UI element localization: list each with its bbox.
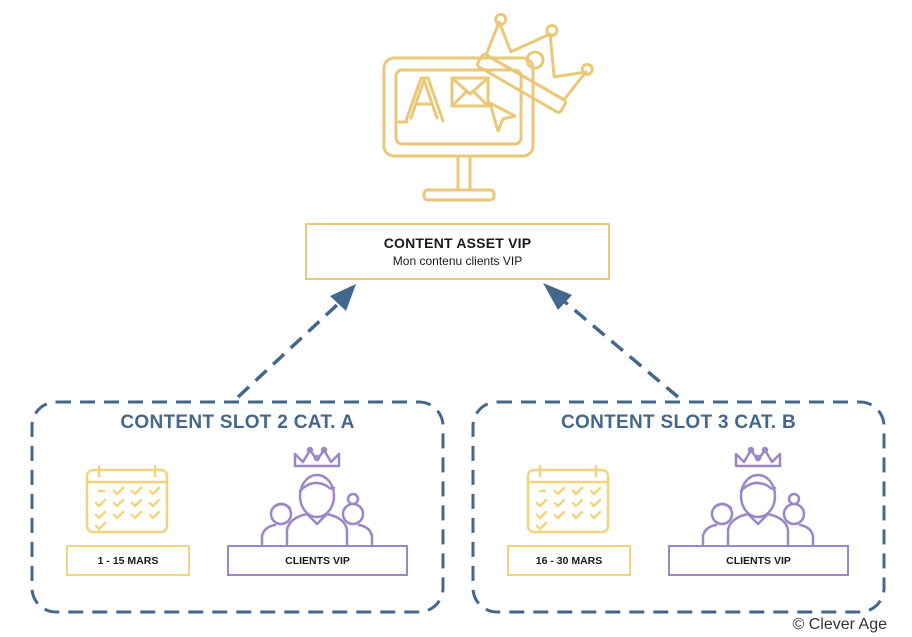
arrow-slot3-to-asset (543, 283, 680, 399)
content-asset-box: CONTENT ASSET VIP Mon contenu clients VI… (305, 223, 610, 280)
slot-2-title: CONTENT SLOT 2 CAT. A (120, 412, 355, 433)
content-slot-2-frame (30, 400, 445, 614)
calendar-icon (526, 464, 610, 534)
arrow-slot2-to-asset (236, 284, 356, 399)
slot-2-audience-label: CLIENTS VIP (227, 545, 408, 576)
vip-clients-icon (260, 446, 374, 547)
content-slot-3-frame (471, 400, 886, 614)
slot-3-audience-label: CLIENTS VIP (668, 545, 849, 576)
calendar-icon (85, 464, 169, 534)
slot-3-title: CONTENT SLOT 3 CAT. B (560, 412, 796, 433)
content-asset-title: CONTENT ASSET VIP (383, 235, 532, 251)
slot-2-date-label: 1 - 15 MARS (66, 545, 190, 576)
slot-3-date-label: 16 - 30 MARS (507, 545, 631, 576)
copyright-text: © Clever Age (792, 616, 888, 633)
crown-icon (476, 12, 594, 114)
content-asset-subtitle: Mon contenu clients VIP (392, 254, 523, 268)
vip-clients-icon (701, 446, 815, 547)
vip-monitor-icon (382, 56, 535, 202)
